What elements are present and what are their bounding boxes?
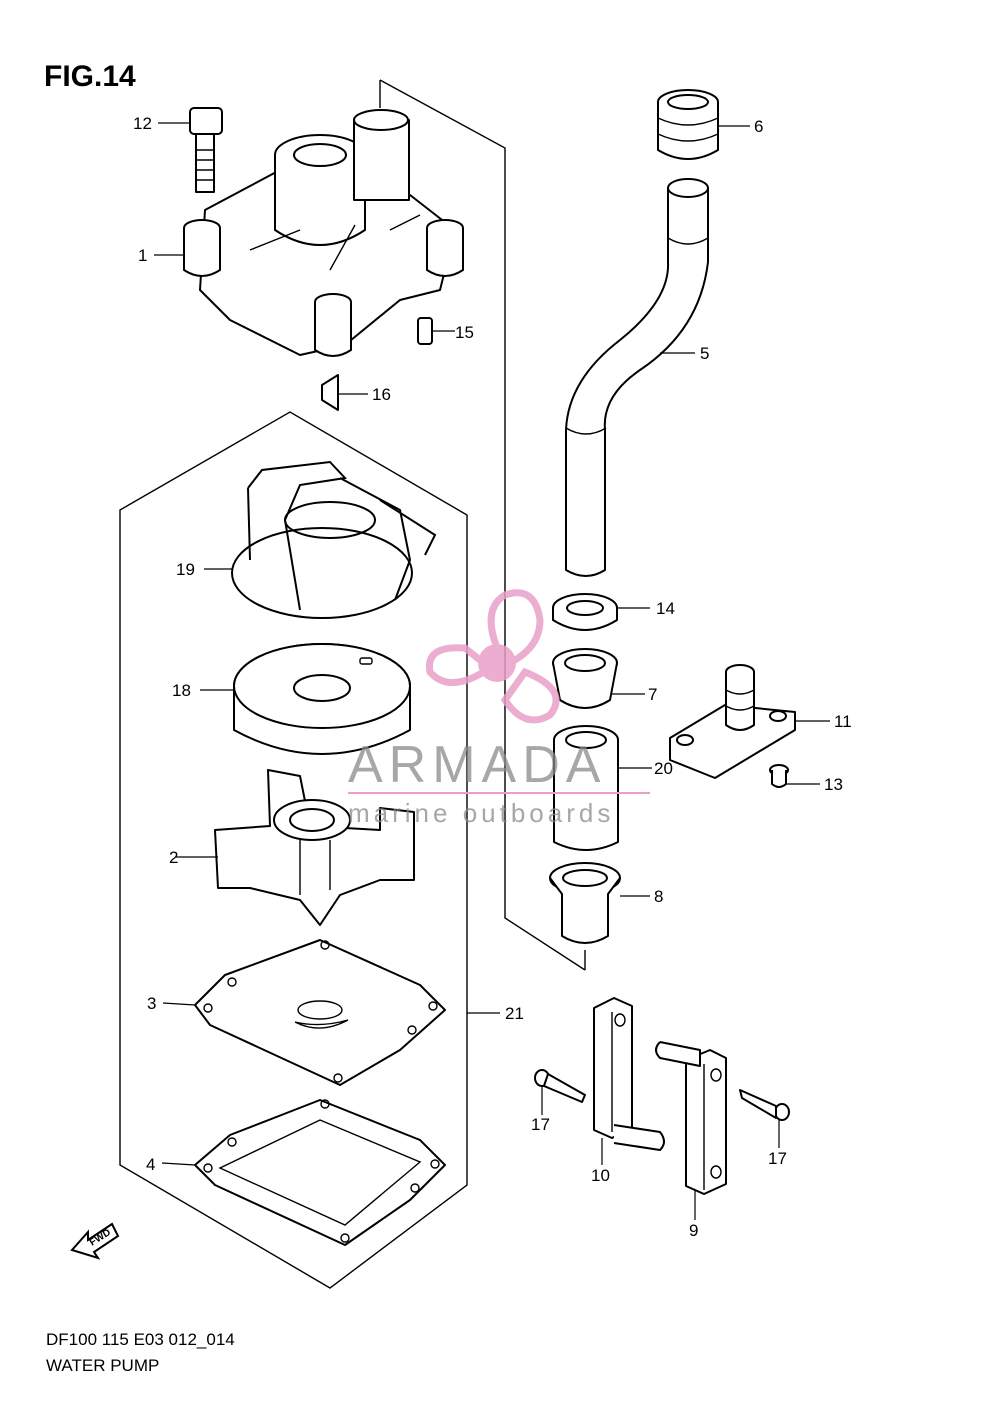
leader-lines bbox=[154, 122, 830, 1220]
key-part-16 bbox=[321, 374, 339, 411]
callout-11: 11 bbox=[834, 712, 852, 731]
seal-ring-part-14 bbox=[552, 593, 618, 631]
callout-17-right: 17 bbox=[768, 1149, 787, 1168]
callout-12: 12 bbox=[133, 114, 152, 133]
screw-part-17-left bbox=[534, 1069, 586, 1103]
callout-13: 13 bbox=[824, 775, 843, 794]
callout-5: 5 bbox=[700, 344, 709, 363]
callout-18: 18 bbox=[172, 681, 191, 700]
hose-group-frame bbox=[379, 79, 586, 971]
section-name: WATER PUMP bbox=[46, 1356, 160, 1375]
armada-watermark: ARMADA marine outboards bbox=[348, 589, 650, 828]
callout-20: 20 bbox=[654, 759, 673, 778]
bushing-part-7 bbox=[552, 648, 618, 709]
callout-6: 6 bbox=[754, 117, 763, 136]
callout-10: 10 bbox=[591, 1166, 610, 1185]
o-ring-part-19 bbox=[231, 460, 437, 619]
callout-21: 21 bbox=[505, 1004, 524, 1023]
plate-part-11 bbox=[669, 664, 796, 779]
sleeve-part-20 bbox=[553, 725, 619, 851]
pump-case-part-1 bbox=[183, 109, 464, 357]
callout-labels: 12 1 2 3 4 5 6 7 8 9 10 11 13 14 15 16 1… bbox=[133, 114, 852, 1240]
screw-part-13 bbox=[769, 764, 789, 788]
callout-1: 1 bbox=[138, 246, 147, 265]
callout-3: 3 bbox=[147, 994, 156, 1013]
cover-part-18 bbox=[233, 643, 411, 755]
grommet-part-6 bbox=[657, 89, 719, 160]
impeller-part-2 bbox=[214, 769, 415, 926]
propeller-logo-icon bbox=[425, 589, 560, 724]
plate-part-3 bbox=[194, 939, 446, 1086]
callout-8: 8 bbox=[654, 887, 663, 906]
bracket-part-9 bbox=[655, 1041, 727, 1195]
callout-14: 14 bbox=[656, 599, 675, 618]
screw-part-17-right bbox=[739, 1089, 790, 1121]
dowel-pin-part-15 bbox=[417, 317, 433, 345]
bushing-part-8 bbox=[549, 862, 621, 944]
gasket-part-4 bbox=[194, 1099, 446, 1246]
watermark-brand: ARMADA bbox=[348, 736, 606, 794]
callout-15: 15 bbox=[455, 323, 474, 342]
callout-17-left: 17 bbox=[531, 1115, 550, 1134]
callout-16: 16 bbox=[372, 385, 391, 404]
callout-7: 7 bbox=[648, 685, 657, 704]
hose-part-5 bbox=[565, 178, 709, 577]
callout-19: 19 bbox=[176, 560, 195, 579]
fwd-arrow-icon: FWD bbox=[70, 1222, 120, 1260]
callout-4: 4 bbox=[146, 1155, 155, 1174]
repair-kit-frame bbox=[119, 411, 468, 1289]
model-code: DF100 115 E03 012_014 bbox=[46, 1330, 235, 1349]
callout-2: 2 bbox=[169, 848, 178, 867]
figure-title: FIG.14 bbox=[44, 60, 136, 93]
callout-9: 9 bbox=[689, 1221, 698, 1240]
bolt-part-12 bbox=[189, 107, 223, 193]
bracket-part-10 bbox=[593, 997, 665, 1151]
watermark-tagline: marine outboards bbox=[348, 798, 614, 828]
